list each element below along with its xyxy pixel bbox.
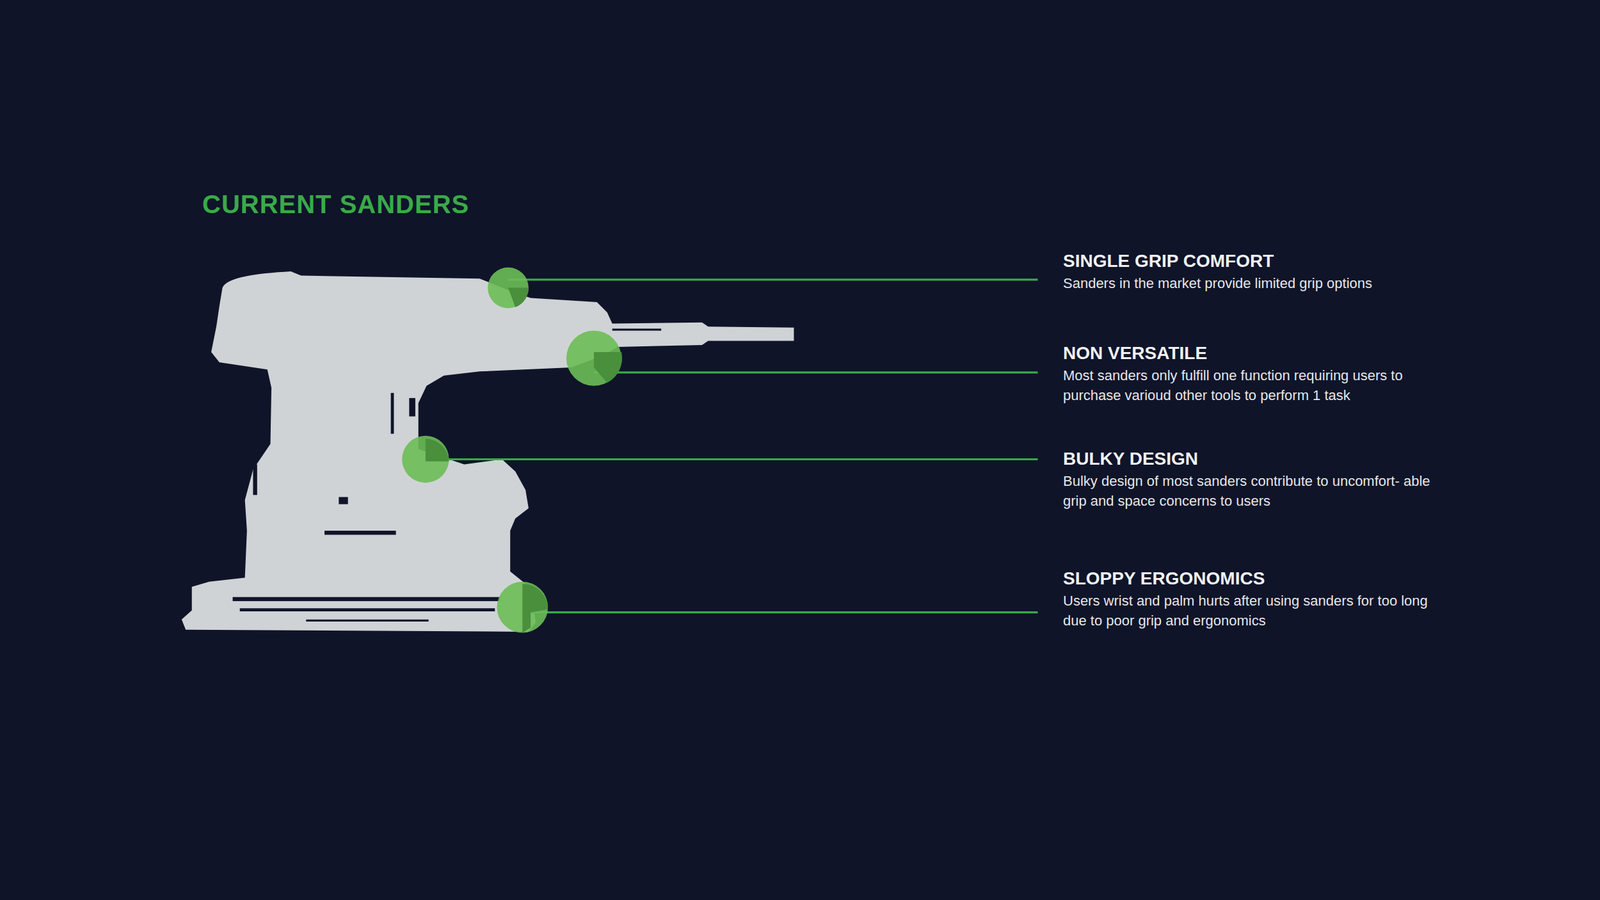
sander-details xyxy=(232,328,662,622)
callout-dot-shade xyxy=(425,439,450,462)
callout-dots xyxy=(401,267,623,633)
leader-line xyxy=(522,611,1038,614)
callout-heading: BULKY DESIGN xyxy=(1063,448,1199,470)
leader-lines xyxy=(425,279,1039,613)
leader-line xyxy=(508,278,1038,281)
leader-line xyxy=(593,371,1039,374)
sander-silhouette xyxy=(181,271,795,632)
callout-dot xyxy=(496,581,548,633)
leader-line xyxy=(425,458,1039,461)
callout-description: Sanders in the market provide limited gr… xyxy=(1063,273,1448,294)
page-title: CURRENT SANDERS xyxy=(202,189,470,219)
callout-dot xyxy=(401,435,449,483)
callout-description: Bulky design of most sanders contribute … xyxy=(1063,471,1448,511)
callout-heading: NON VERSATILE xyxy=(1063,343,1208,364)
callout-description: Users wrist and palm hurts after using s… xyxy=(1063,590,1448,631)
callout-dot-shade xyxy=(522,583,548,633)
callout-heading: SINGLE GRIP COMFORT xyxy=(1063,250,1274,272)
callout-dot-shade xyxy=(593,352,623,383)
callout-dot xyxy=(487,267,529,309)
callout-description: Most sanders only fulfill one function r… xyxy=(1063,365,1448,406)
callout-dot-shade xyxy=(508,288,529,308)
callout-heading: SLOPPY ERGONOMICS xyxy=(1063,568,1265,589)
